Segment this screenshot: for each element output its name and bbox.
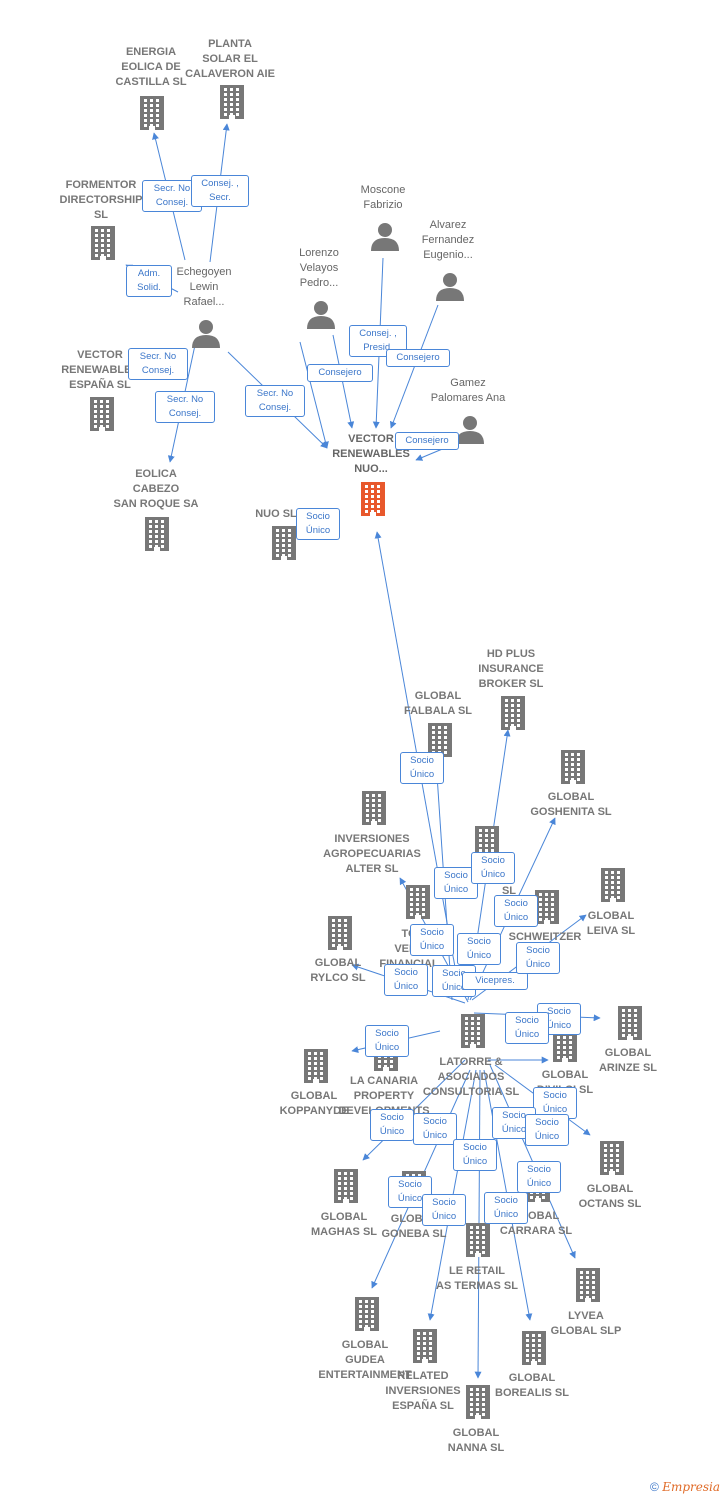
relation-badge[interactable]: Socio Único (410, 924, 454, 956)
relation-badge[interactable]: Socio Único (505, 1012, 549, 1044)
relation-badge[interactable]: Socio Único (434, 867, 478, 899)
building-icon[interactable] (302, 1049, 330, 1088)
building-icon[interactable] (404, 885, 432, 924)
relation-badge[interactable]: Socio Único (525, 1114, 569, 1146)
brand-logo[interactable]: Empresia (662, 1480, 720, 1494)
relation-badge[interactable]: Socio Único (365, 1025, 409, 1057)
node-label-echegoyen[interactable]: Echegoyen Lewin Rafael... (176, 266, 232, 308)
relation-badge[interactable]: Vicepres. (462, 972, 528, 990)
footer-credit: © Empresia (650, 1480, 720, 1494)
relation-badge[interactable]: Consejero (395, 432, 459, 450)
relation-badge[interactable]: Socio Único (517, 1161, 561, 1193)
node-label-gamez[interactable]: Gamez Palomares Ana (430, 377, 506, 404)
person-icon[interactable] (370, 221, 400, 256)
building-icon[interactable] (598, 1141, 626, 1180)
relation-badge[interactable]: Socio Único (457, 933, 501, 965)
building-icon[interactable] (138, 96, 166, 135)
relation-badge[interactable]: Socio Único (400, 752, 444, 784)
person-icon[interactable] (435, 271, 465, 306)
node-label-octans[interactable]: GLOBAL OCTANS SL (578, 1183, 642, 1210)
node-label-leiva[interactable]: GLOBAL LEIVA SL (586, 910, 636, 937)
relation-badge[interactable]: Socio Único (533, 1087, 577, 1119)
node-label-carrara[interactable]: GLOBAL CARRARA SL (499, 1210, 573, 1237)
node-label-vector_nuo[interactable]: VECTOR RENEWABLES NUO... (332, 433, 410, 475)
node-label-gudea[interactable]: GLOBAL GUDEA ENTERTAINMENT (318, 1339, 412, 1381)
building-icon[interactable] (359, 482, 387, 521)
relation-edge (299, 341, 329, 449)
person-icon[interactable] (306, 299, 336, 334)
relation-badge[interactable]: Socio Único (384, 964, 428, 996)
building-icon[interactable] (143, 517, 171, 556)
building-icon[interactable] (520, 1331, 548, 1370)
building-icon[interactable] (464, 1223, 492, 1262)
relation-badge[interactable]: Secr. No Consej. (155, 391, 215, 423)
building-icon[interactable] (599, 868, 627, 907)
relation-badge[interactable]: Consej. , Secr. (191, 175, 249, 207)
node-label-energia[interactable]: ENERGIA EOLICA DE CASTILLA SL (115, 46, 187, 88)
building-icon[interactable] (559, 750, 587, 789)
node-label-related[interactable]: RELATED INVERSIONES ESPAÑA SL (385, 1370, 461, 1412)
building-icon[interactable] (88, 397, 116, 436)
building-icon[interactable] (464, 1385, 492, 1424)
building-icon[interactable] (89, 226, 117, 265)
node-label-mid_a[interactable]: SL (501, 885, 517, 897)
node-label-nuo_sl[interactable]: NUO SL (255, 508, 297, 520)
relation-badge[interactable]: Secr. No Consej. (245, 385, 305, 417)
node-label-eolica[interactable]: EOLICA CABEZO SAN ROQUE SA (113, 468, 199, 510)
node-label-koppanyde[interactable]: GLOBAL KOPPANYDE (279, 1090, 349, 1117)
copyright-symbol: © (650, 1480, 659, 1494)
relation-badge[interactable]: Secr. No Consej. (128, 348, 188, 380)
relation-badge[interactable]: Socio Único (422, 1194, 466, 1226)
building-icon[interactable] (360, 791, 388, 830)
building-icon[interactable] (353, 1297, 381, 1336)
node-label-leretail[interactable]: LE RETAIL AS TERMAS SL (436, 1265, 518, 1292)
building-icon[interactable] (499, 696, 527, 735)
node-label-alvarez[interactable]: Alvarez Fernandez Eugenio... (421, 219, 475, 261)
node-label-rylco[interactable]: GLOBAL RYLCO SL (310, 957, 366, 984)
node-label-latorre[interactable]: LATORRE & ASOCIADOS CONSULTORIA SL (422, 1056, 520, 1098)
building-icon[interactable] (616, 1006, 644, 1045)
relation-badge[interactable]: Consejero (386, 349, 450, 367)
node-label-vector_esp[interactable]: VECTOR RENEWABLES ESPAÑA SL (61, 349, 139, 391)
node-label-lyvea[interactable]: LYVEA GLOBAL SLP (550, 1310, 622, 1337)
relation-badge[interactable]: Adm. Solid. (126, 265, 172, 297)
node-label-moscone[interactable]: Moscone Fabrizio (360, 184, 406, 211)
node-label-falbala[interactable]: GLOBAL FALBALA SL (403, 690, 473, 717)
building-icon[interactable] (332, 1169, 360, 1208)
relation-badge[interactable]: Consejero (307, 364, 373, 382)
building-icon[interactable] (574, 1268, 602, 1307)
building-icon[interactable] (270, 526, 298, 565)
building-icon[interactable] (459, 1014, 487, 1053)
node-label-lorenzo[interactable]: Lorenzo Velayos Pedro... (299, 247, 339, 289)
node-label-planta[interactable]: PLANTA SOLAR EL CALAVERON AIE (185, 38, 275, 80)
relation-badge[interactable]: Socio Único (484, 1192, 528, 1224)
relation-badge[interactable]: Socio Único (471, 852, 515, 884)
node-label-formentor[interactable]: FORMENTOR DIRECTORSHIP SL (59, 179, 143, 221)
building-icon[interactable] (426, 723, 454, 762)
relation-badge[interactable]: Socio Único (453, 1139, 497, 1171)
node-label-arinze[interactable]: GLOBAL ARINZE SL (598, 1047, 658, 1074)
relation-badge[interactable]: Socio Único (516, 942, 560, 974)
person-icon[interactable] (191, 318, 221, 353)
node-label-inversiones_agro[interactable]: INVERSIONES AGROPECUARIAS ALTER SL (323, 833, 421, 875)
building-icon[interactable] (533, 890, 561, 929)
node-label-borealis[interactable]: GLOBAL BOREALIS SL (495, 1372, 569, 1399)
relation-edge (362, 1059, 466, 1161)
relation-badge[interactable]: Socio Único (370, 1109, 414, 1141)
node-label-maghas[interactable]: GLOBAL MAGHAS SL (311, 1211, 377, 1238)
building-icon[interactable] (218, 85, 246, 124)
person-icon[interactable] (455, 414, 485, 449)
node-label-nanna[interactable]: GLOBAL NANNA SL (447, 1427, 505, 1454)
node-label-hdplus[interactable]: HD PLUS INSURANCE BROKER SL (478, 648, 544, 690)
relation-badge[interactable]: Socio Único (413, 1113, 457, 1145)
building-icon[interactable] (411, 1329, 439, 1368)
relation-badge[interactable]: Socio Único (494, 895, 538, 927)
relation-badge[interactable]: Socio Único (296, 508, 340, 540)
node-label-goshenita[interactable]: GLOBAL GOSHENITA SL (530, 791, 612, 818)
building-icon[interactable] (326, 916, 354, 955)
